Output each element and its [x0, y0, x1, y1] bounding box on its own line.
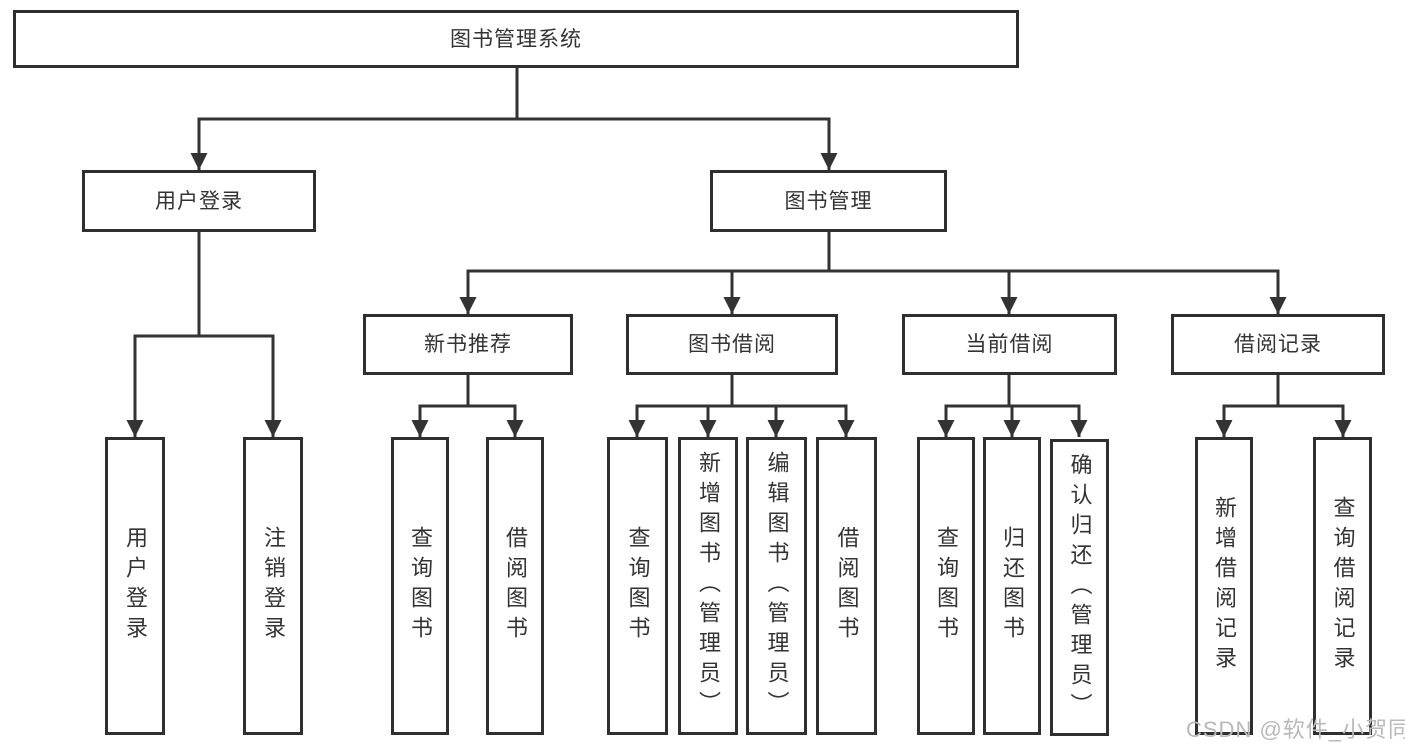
leaf-nb-borrow-books: 借阅图书 — [486, 437, 544, 735]
leaf-cb-query-books-label: 查询图书 — [934, 526, 959, 646]
node-root-label: 图书管理系统 — [450, 27, 582, 51]
leaf-bb-add-book-admin: 新增图书（管理员） — [678, 437, 738, 735]
leaf-bb-add-book-admin-label: 新增图书（管理员） — [696, 451, 721, 721]
node-borrowing-records: 借阅记录 — [1171, 314, 1385, 375]
leaf-logout-label: 注销登录 — [261, 526, 286, 646]
leaf-cb-query-books: 查询图书 — [917, 437, 975, 735]
node-new-book-recommend-label: 新书推荐 — [424, 333, 512, 356]
node-new-book-recommend: 新书推荐 — [363, 314, 573, 375]
node-current-borrowing-label: 当前借阅 — [965, 333, 1054, 356]
leaf-bb-query-books: 查询图书 — [607, 437, 668, 735]
node-book-management-label: 图书管理 — [784, 189, 873, 213]
leaf-bb-borrow-books: 借阅图书 — [816, 437, 877, 735]
leaf-br-add-record-label: 新增借阅记录 — [1212, 496, 1237, 676]
node-current-borrowing: 当前借阅 — [902, 314, 1117, 375]
leaf-cb-return-books: 归还图书 — [983, 437, 1041, 735]
watermark: CSDN @软件_小贺同学 — [1186, 717, 1405, 742]
leaf-cb-confirm-return-admin-label: 确认归还（管理员） — [1067, 452, 1093, 723]
node-root: 图书管理系统 — [13, 10, 1019, 68]
leaf-bb-edit-book-admin-label: 编辑图书（管理员） — [764, 451, 790, 721]
leaf-cb-confirm-return-admin: 确认归还（管理员） — [1050, 439, 1109, 736]
leaf-cb-return-books-label: 归还图书 — [1000, 526, 1025, 646]
leaf-nb-borrow-books-label: 借阅图书 — [503, 526, 528, 646]
leaf-br-add-record: 新增借阅记录 — [1195, 437, 1253, 735]
node-book-borrowing: 图书借阅 — [626, 314, 838, 375]
node-book-management: 图书管理 — [710, 170, 947, 232]
leaf-bb-borrow-books-label: 借阅图书 — [834, 526, 860, 646]
leaf-bb-query-books-label: 查询图书 — [625, 526, 651, 646]
leaf-user-login-label: 用户登录 — [123, 526, 148, 646]
node-user-login: 用户登录 — [82, 170, 316, 232]
leaf-user-login: 用户登录 — [105, 437, 165, 735]
leaf-nb-query-books-label: 查询图书 — [408, 526, 433, 646]
leaf-br-query-record-label: 查询借阅记录 — [1330, 496, 1356, 676]
node-borrowing-records-label: 借阅记录 — [1234, 333, 1322, 356]
leaf-nb-query-books: 查询图书 — [391, 437, 449, 735]
connector-arrows — [126, 119, 1352, 437]
leaf-bb-edit-book-admin: 编辑图书（管理员） — [746, 437, 807, 735]
leaf-br-query-record: 查询借阅记录 — [1313, 437, 1372, 735]
node-user-login-label: 用户登录 — [155, 189, 243, 213]
node-book-borrowing-label: 图书借阅 — [688, 333, 776, 356]
connector-backbone — [133, 65, 1345, 408]
leaf-logout: 注销登录 — [243, 437, 303, 735]
